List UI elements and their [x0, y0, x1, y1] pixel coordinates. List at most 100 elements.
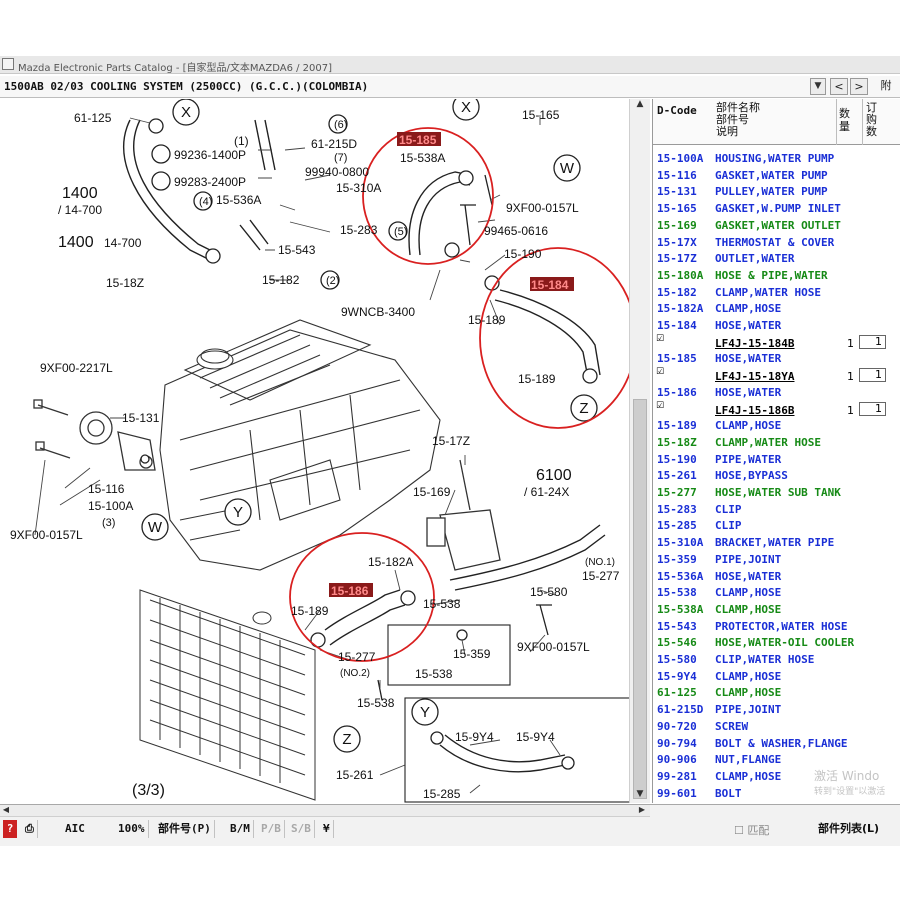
- match-checkbox[interactable]: ☐ 匹配: [734, 824, 770, 837]
- label-5: (5): [394, 226, 407, 238]
- part-name: CLAMP,WATER HOSE: [715, 285, 821, 299]
- label-3: (3): [102, 517, 115, 529]
- part-name: CLIP,WATER HOSE: [715, 653, 815, 666]
- part-number[interactable]: LF4J-15-186B: [715, 403, 795, 417]
- diagram-vertical-scrollbar[interactable]: ▲ ▼: [629, 99, 650, 803]
- part-name: CLAMP,WATER HOSE: [715, 435, 821, 449]
- part-code: 15-17Z: [657, 252, 697, 266]
- back-button[interactable]: <: [830, 78, 848, 95]
- label-15-285: 15-285: [423, 787, 461, 801]
- leader-lines: [34, 115, 561, 794]
- aic-button[interactable]: AIC: [65, 822, 85, 835]
- order-qty-input[interactable]: 1: [859, 334, 886, 349]
- bm-button[interactable]: B/M: [227, 820, 254, 838]
- header-d-code: D-Code: [657, 104, 697, 117]
- checkmark-icon[interactable]: ☑: [656, 400, 665, 411]
- label-99940: 99940-0800: [305, 165, 369, 179]
- parts-list-button[interactable]: 部件列表(L): [818, 822, 880, 835]
- part-code: 15-538A: [657, 602, 704, 616]
- scroll-right-icon[interactable]: ▶: [638, 805, 646, 814]
- print-icon[interactable]: ⎙: [22, 820, 38, 838]
- part-code: 15-536A: [657, 569, 704, 583]
- part-name: GASKET,W.PUMP INLET: [715, 202, 841, 216]
- pb-button[interactable]: P/B: [258, 820, 285, 838]
- order-qty-input[interactable]: 1: [859, 368, 886, 383]
- label-99236: 99236-1400P: [174, 148, 246, 162]
- parts-diagram[interactable]: 61-125 99236-1400P 99283-2400P 1400 / 14…: [0, 99, 650, 803]
- sb-button[interactable]: S/B: [288, 820, 315, 838]
- match-label: 匹配: [747, 824, 770, 837]
- label-15-185: 15-185: [399, 133, 437, 147]
- label-9xf00-c: 9XF00-0157L: [10, 528, 83, 542]
- extra-button[interactable]: ¥: [320, 820, 334, 838]
- part-name: HOSE,WATER-OIL COOLER: [715, 636, 855, 650]
- part-code: 15-182: [657, 285, 697, 299]
- scroll-left-icon[interactable]: ◀: [2, 805, 10, 814]
- window-title: Mazda Electronic Parts Catalog - [自家型品/文…: [18, 63, 333, 74]
- label-15-100a: 15-100A: [88, 499, 133, 513]
- part-name: PULLEY,WATER PUMP: [715, 185, 828, 199]
- part-row[interactable]: 15-182 CLAMP,WATER HOSE: [653, 284, 900, 301]
- zoom-button[interactable]: 100%: [115, 820, 149, 838]
- part-code: 15-17X: [657, 235, 697, 249]
- checkmark-icon[interactable]: ☑: [656, 367, 665, 378]
- forward-button[interactable]: >: [850, 78, 868, 95]
- scroll-thumb[interactable]: [633, 399, 647, 799]
- scroll-up-icon[interactable]: ▲: [636, 99, 644, 109]
- diagram-dropdown[interactable]: ▼: [810, 78, 826, 95]
- part-name: HOSE,WATER: [715, 319, 782, 332]
- callout-x-b: X: [461, 99, 471, 116]
- help-button[interactable]: ?: [3, 820, 17, 838]
- part-number[interactable]: LF4J-15-184B: [715, 336, 795, 350]
- scroll-down-icon[interactable]: ▼: [636, 789, 644, 799]
- label-7: (7): [334, 152, 347, 164]
- label-14700-a: / 14-700: [58, 203, 102, 217]
- part-code: 15-9Y4: [657, 669, 697, 683]
- part-number[interactable]: LF4J-15-18YA: [715, 370, 795, 384]
- part-name: PROTECTOR,WATER HOSE: [715, 619, 848, 633]
- order-qty-input[interactable]: 1: [859, 401, 886, 416]
- label-15-165: 15-165: [522, 108, 560, 122]
- part-number-button[interactable]: 部件号(P): [155, 820, 215, 838]
- diagram-horizontal-scrollbar[interactable]: ◀ ▶: [0, 805, 650, 817]
- checkmark-icon[interactable]: ☑: [656, 333, 665, 344]
